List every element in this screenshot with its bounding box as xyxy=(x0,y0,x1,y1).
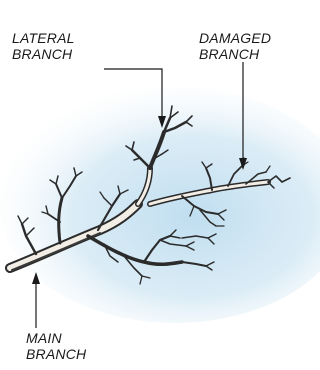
main-branch-label-line2: BRANCH xyxy=(26,346,86,362)
lateral-branch-label-line1: LATERAL xyxy=(12,30,75,46)
sky-backdrop xyxy=(0,87,320,323)
lateral-branch-label: LATERAL BRANCH xyxy=(12,30,75,62)
damaged-branch-label-line1: DAMAGED xyxy=(199,30,271,46)
main-branch-label: MAIN BRANCH xyxy=(26,330,86,362)
damaged-branch-label: DAMAGED BRANCH xyxy=(199,30,271,62)
lateral-branch-label-line2: BRANCH xyxy=(12,46,75,62)
damaged-branch-label-line2: BRANCH xyxy=(199,46,271,62)
main-branch-label-line1: MAIN xyxy=(26,330,86,346)
